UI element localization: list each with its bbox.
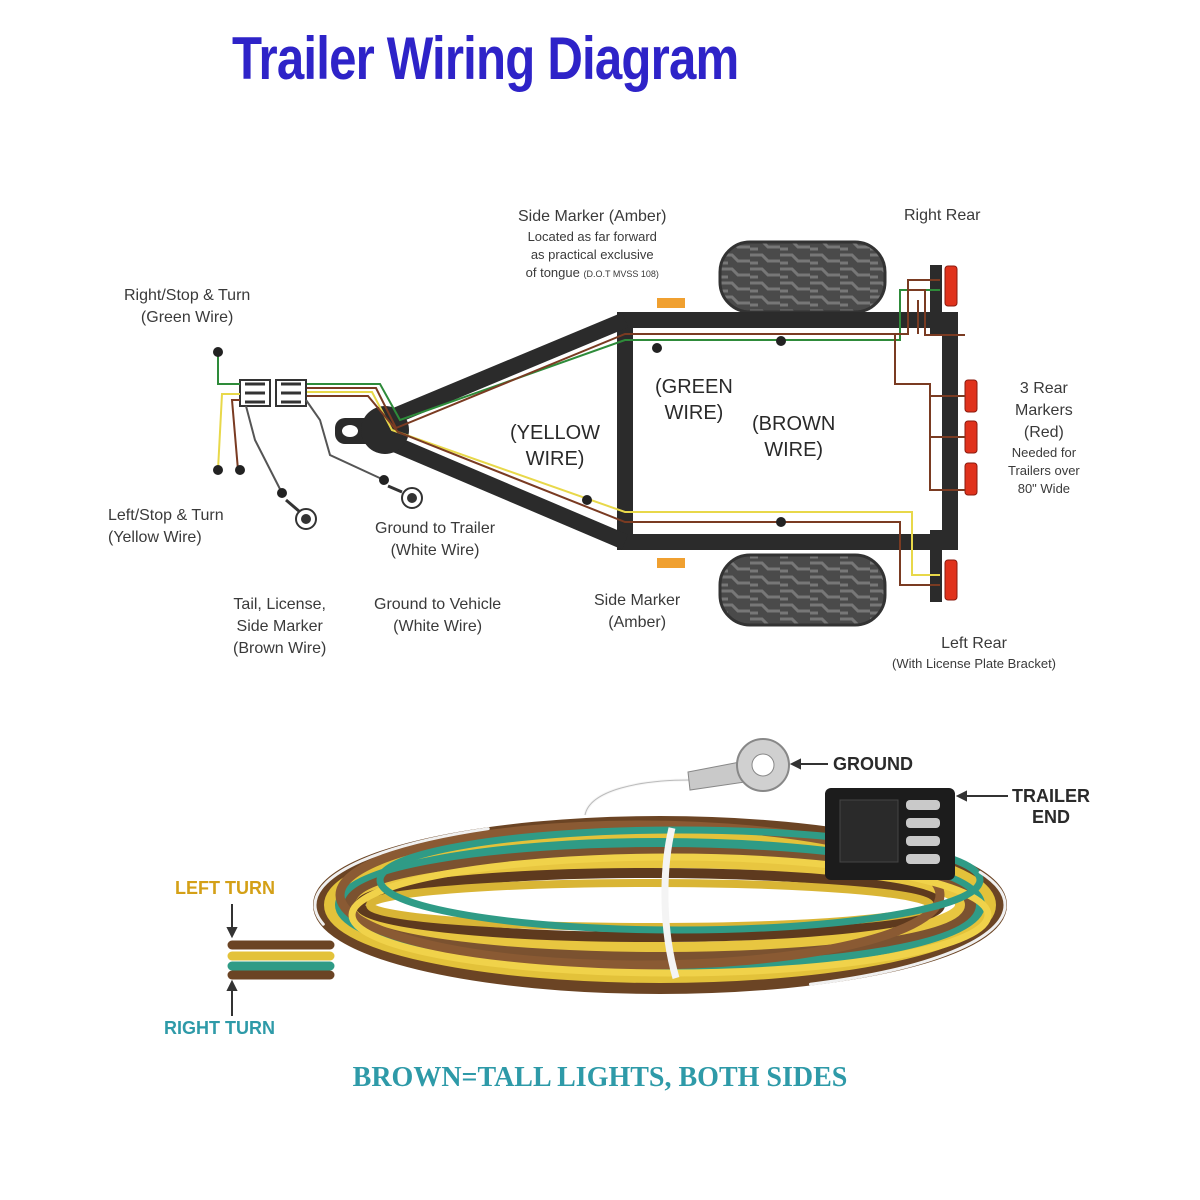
left-stop-turn-label: Left/Stop & Turn (Yellow Wire) [108,507,224,546]
tail-license-label: Tail, License, Side Marker (Brown Wire) [233,596,327,657]
ring-terminals [285,484,423,530]
front-connector [239,379,307,407]
right-rear-post [930,265,942,335]
right-stop-turn-label: Right/Stop & Turn (Green Wire) [124,287,251,326]
ground-trailer-label: Ground to Trailer (White Wire) [375,520,496,559]
brown-wire-upper [300,279,940,430]
tongue-coupler [335,406,409,454]
yellow-wire [300,391,940,576]
caption: BROWN=TALL LIGHTS, BOTH SIDES [352,1062,848,1093]
right-turn-label: RIGHT TURN [164,1018,275,1038]
trailer-end-label: TRAILER END [1012,786,1090,827]
side-marker-bottom-label: Side Marker (Amber) [594,592,681,631]
ground-label: GROUND [833,754,913,774]
yellow-wire-label: (YELLOW WIRE) [510,422,601,470]
green-wire [300,289,940,422]
left-tire [718,553,887,627]
left-rear-label: Left Rear (With License Plate Bracket) [892,635,1057,671]
rear-lights [944,265,978,601]
right-rear-label: Right Rear [904,207,981,224]
trailer-wiring-diagram [213,240,978,627]
side-marker-top-label: Side Marker (Amber) Located as far forwa… [518,208,667,280]
trailer-frame [381,312,958,550]
brown-wire-label: (BROWN WIRE) [752,413,836,461]
brown-wire-markers [894,300,965,491]
ground-ring-terminal [687,738,790,792]
brown-wire-lower [300,395,940,586]
ground-vehicle-label: Ground to Vehicle (White Wire) [374,596,502,635]
left-rear-post [930,530,942,602]
side-marker-top [657,298,685,308]
green-wire-label: (GREEN WIRE) [655,376,733,424]
right-tire [718,240,887,314]
page-title: Trailer Wiring Diagram [232,25,739,92]
left-turn-label: LEFT TURN [175,878,275,898]
side-marker-bottom [657,558,685,568]
rear-markers-label: 3 Rear Markers (Red) Needed for Trailers… [1008,380,1080,496]
trailer-end-connector [825,788,955,880]
